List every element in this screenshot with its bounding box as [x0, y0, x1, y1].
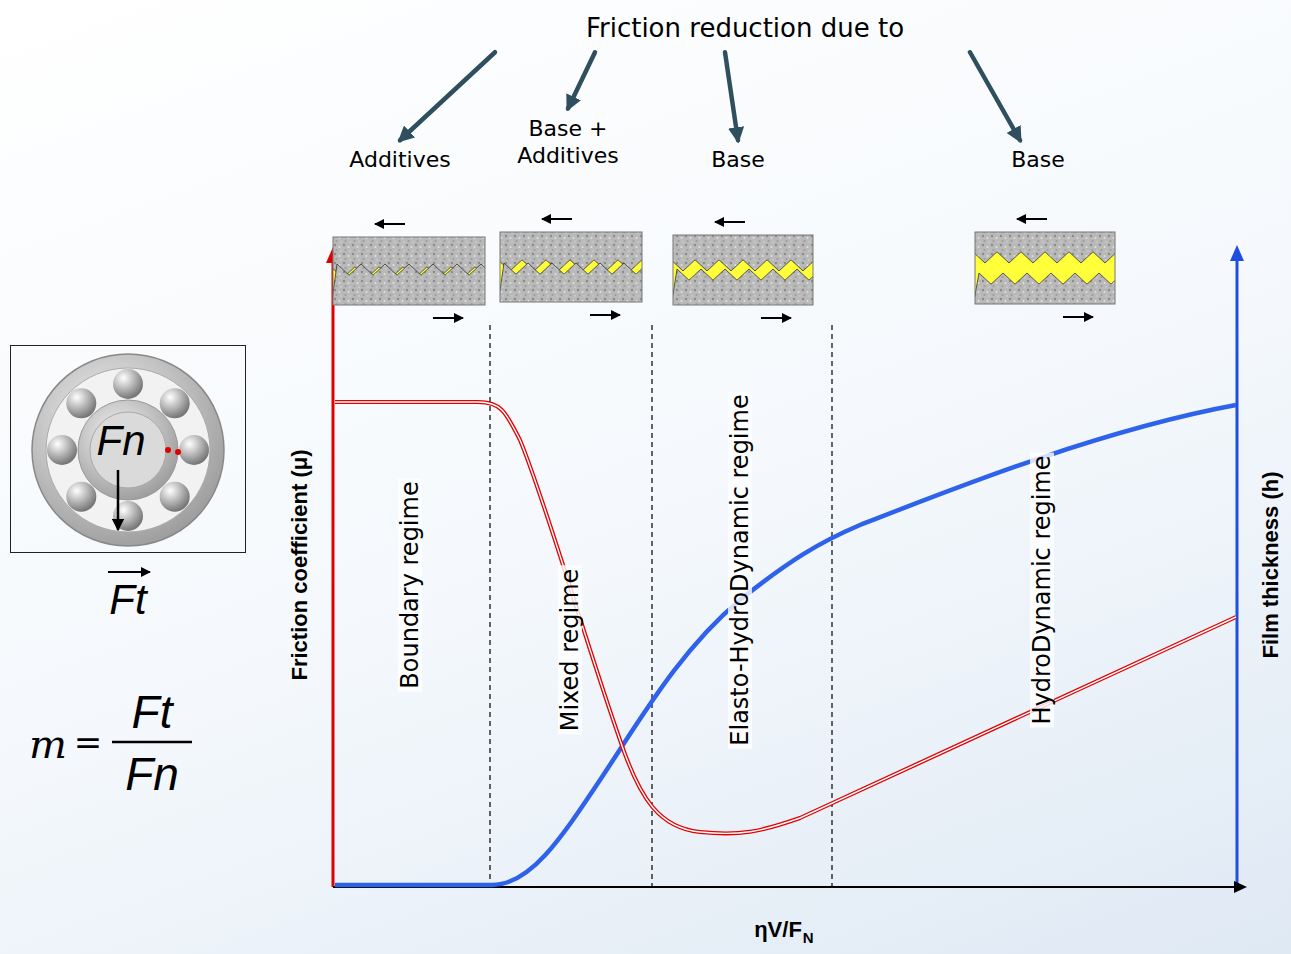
- regime-band: HydroDynamic regime: [832, 325, 1237, 887]
- force-symbol: Ft: [109, 579, 146, 621]
- bearing-box: Fn: [10, 345, 246, 553]
- axis-title: Friction coefficient (μ): [289, 449, 311, 680]
- reduction-arrow: [400, 52, 495, 140]
- formula-symbol: Ft: [132, 689, 173, 735]
- node-text: Base + Additives: [503, 115, 633, 170]
- surface-pair: [331, 224, 497, 318]
- mechanism-label: Base: [711, 146, 765, 174]
- fraction-bar: [112, 741, 192, 744]
- ball-bearing: [32, 354, 224, 546]
- regime-name: HydroDynamic regime: [1030, 452, 1054, 727]
- friction-axis: [332, 260, 335, 887]
- regime-divider: [490, 325, 832, 887]
- node-text: Base: [711, 146, 765, 174]
- axis-subscript: N: [803, 930, 814, 945]
- node-text: Base: [1011, 146, 1065, 174]
- friction-curve: [335, 402, 1236, 833]
- force-symbol: Fn: [96, 420, 145, 462]
- thickness-axis: [1236, 258, 1239, 887]
- surface-pair: [498, 219, 660, 315]
- regime-name: Elasto-HydroDynamic regime: [728, 391, 752, 748]
- load-arrow: [117, 470, 120, 530]
- regime-name: Mixed regime: [558, 566, 582, 735]
- reduction-arrow: [970, 52, 1020, 140]
- vector-arrow: [108, 571, 150, 573]
- reduction-arrow: [725, 52, 738, 140]
- axis-title: Film thickness (h): [1260, 471, 1282, 658]
- regime-band: Mixed regime: [490, 325, 652, 887]
- regime-band: Boundary regime: [333, 325, 490, 887]
- formula-symbol: Fn: [125, 751, 179, 797]
- mechanism-label: Additives: [349, 146, 450, 174]
- film-thickness-curve: [335, 405, 1236, 885]
- surface-pair: [973, 219, 1127, 317]
- node-text: Additives: [349, 146, 450, 174]
- surface-pair: [671, 222, 825, 318]
- formula-symbol: m: [29, 724, 67, 764]
- heading-text: Friction reduction due to: [586, 12, 904, 45]
- axis-title: ηV/F: [754, 919, 802, 941]
- axis-arrowhead: [1230, 245, 1244, 261]
- node-text: Friction reduction due to: [586, 12, 904, 45]
- regime-name: Boundary regime: [398, 478, 422, 691]
- reduction-arrow: [568, 52, 595, 108]
- mechanism-label: Base + Additives: [503, 115, 633, 170]
- mechanism-label: Base: [1011, 146, 1065, 174]
- formula-symbol: =: [74, 725, 103, 759]
- axis-arrowhead: [1234, 881, 1247, 893]
- regime-band: Elasto-HydroDynamic regime: [652, 325, 832, 887]
